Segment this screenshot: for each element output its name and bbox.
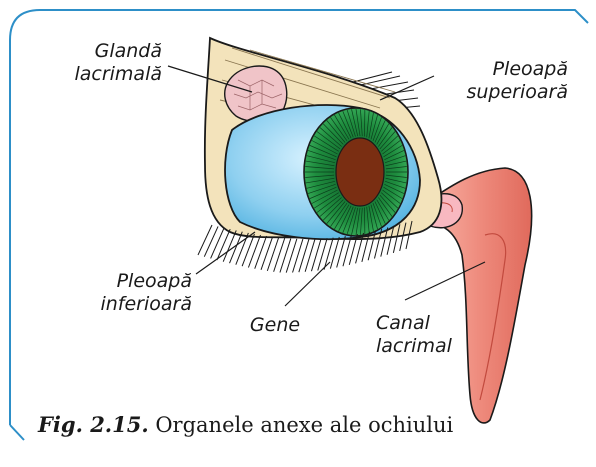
label-eyelashes: Gene [240,314,310,337]
eyelash [217,229,230,260]
eyelash [242,234,254,266]
figure-caption: Fig. 2.15. Organele anexe ale ochiului [38,412,453,437]
figure-number: Fig. 2.15. [38,412,149,437]
eyelash [248,235,260,267]
eyelash [293,239,303,272]
eyelash [230,232,243,264]
pupil [336,138,384,206]
eyelash [267,238,278,271]
eyelash [280,239,291,273]
eyelash [255,236,267,269]
eyelash [305,239,315,272]
label-lower-eyelid: Pleoapăinferioară [70,270,192,316]
eyelash [299,239,309,272]
eyelash [261,237,273,270]
label-upper-eyelid: Pleoapăsuperioară [420,58,568,104]
eyelash [198,225,212,255]
eyelash [211,228,225,259]
eyelash [204,226,218,256]
eyelash [286,239,297,273]
figure-caption-text: Organele anexe ale ochiului [155,413,453,437]
eyelash [311,239,321,272]
eyelash [274,238,285,272]
